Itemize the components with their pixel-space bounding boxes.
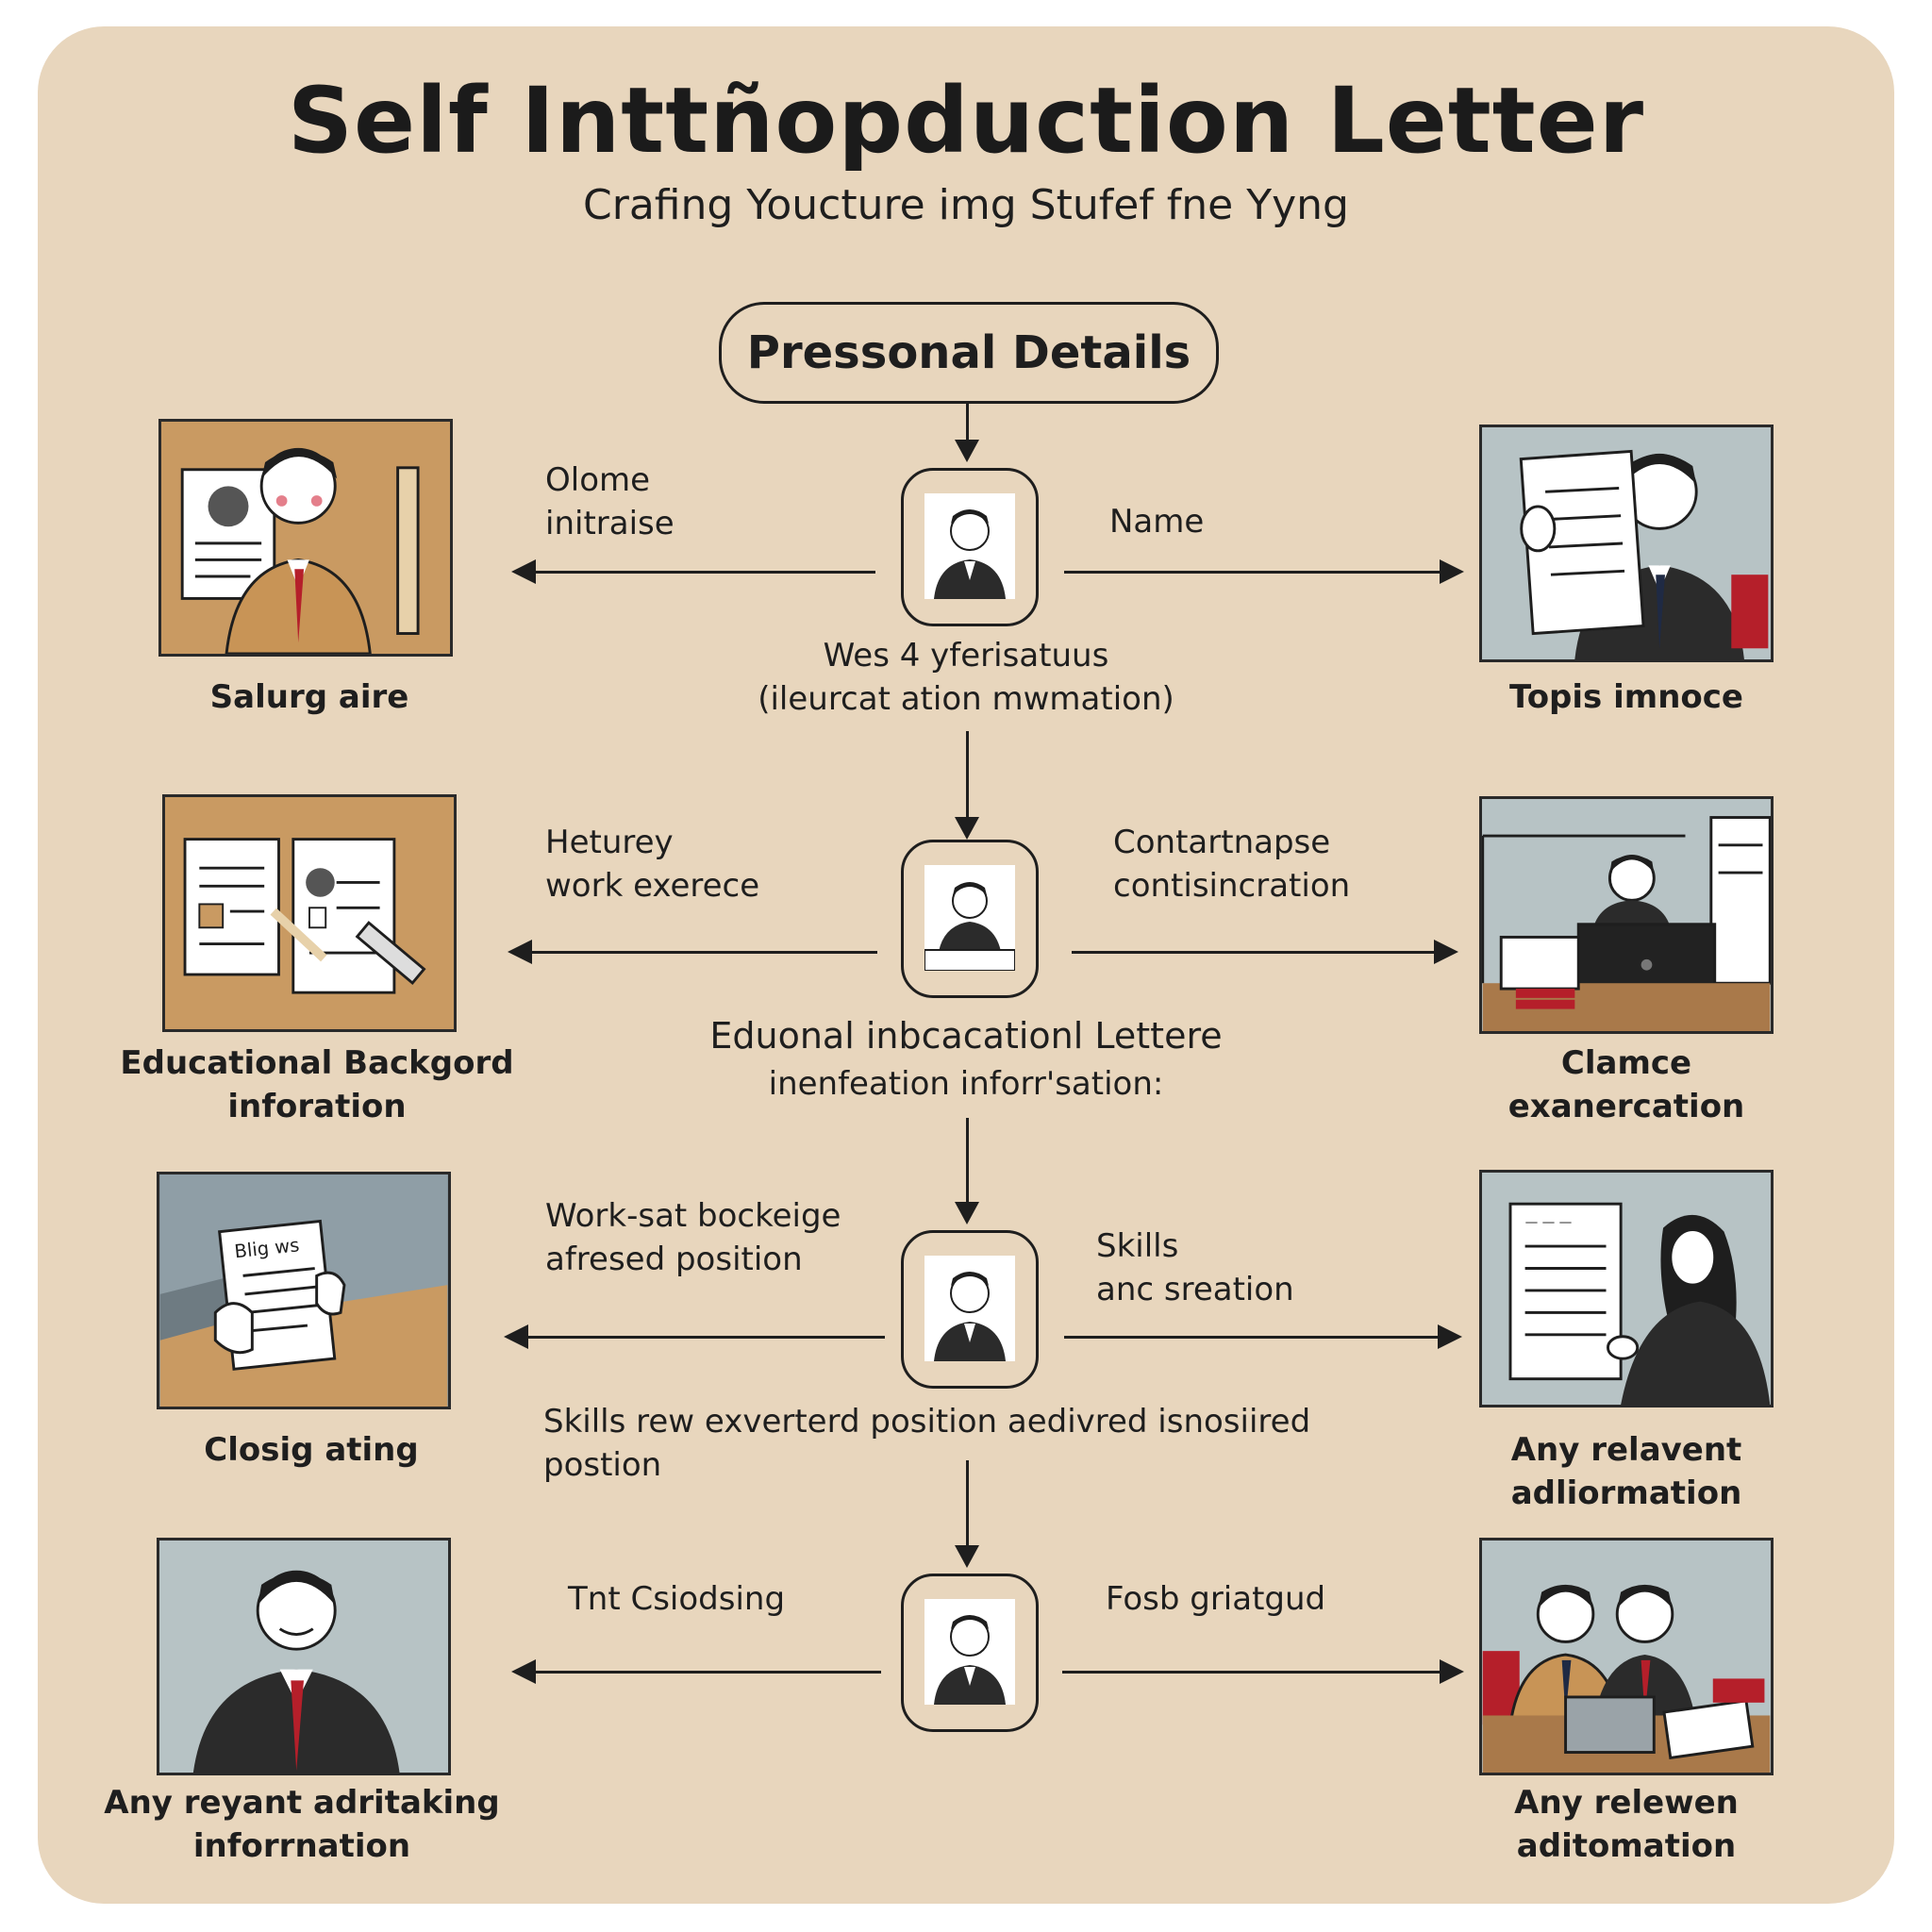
row1-right-caption: Topis imnoce (1509, 678, 1743, 716)
arrow-line-left-4 (536, 1671, 881, 1674)
row4-right-caption: Any relewen aditomation (1514, 1784, 1739, 1865)
connector-top (966, 404, 969, 443)
arrow-right-icon (1434, 940, 1458, 964)
portrait-node-2 (901, 840, 1039, 998)
row3-left-label: Work-sat bockeige afresed position (545, 1197, 841, 1278)
arrow-right-icon (1438, 1324, 1462, 1349)
arrow-line-right-3 (1064, 1336, 1440, 1339)
person-icon (924, 493, 1015, 599)
page-title: Self Inttñopduction Letter (287, 68, 1645, 174)
arrow-line-left-3 (528, 1336, 885, 1339)
row1-left-caption: Salurg aire (209, 678, 409, 716)
arrow-down-icon (955, 1545, 979, 1568)
row4-left-caption: Any reyant adritaking inforrnation (104, 1784, 500, 1865)
arrow-line-right-1 (1064, 571, 1441, 574)
row4-left-label: Tnt Csiodsing (568, 1580, 786, 1618)
row3-below-label: Skills rew exverterd position aedivred i… (543, 1403, 1311, 1484)
row1-right-label: Name (1109, 503, 1205, 541)
illustration-resume-review (158, 419, 453, 657)
row4-right-label: Fosb griatgud (1106, 1580, 1326, 1618)
connector-row2 (966, 1118, 969, 1210)
illustration-document-holding (1479, 425, 1774, 662)
arrow-left-icon (508, 940, 532, 964)
arrow-right-icon (1440, 559, 1464, 584)
connector-row1 (966, 731, 969, 825)
portrait-node-1 (901, 468, 1039, 626)
row2-left-caption: Educational Backgord inforation (120, 1044, 514, 1125)
personal-details-box: Pressonal Details (719, 302, 1219, 404)
illustration-laptop-desk (1479, 796, 1774, 1034)
arrow-down-icon (955, 1202, 979, 1224)
arrow-down-icon (955, 817, 979, 840)
person-icon (924, 1256, 1015, 1361)
illustration-two-people-desk (1479, 1538, 1774, 1775)
row1-left-label: Olome initraise (545, 461, 675, 542)
illustration-woman-document: — — — (1479, 1170, 1774, 1407)
arrow-line-left-1 (536, 571, 875, 574)
connector-row3 (966, 1460, 969, 1551)
row3-right-caption: Any relavent adliormation (1510, 1431, 1742, 1512)
arrow-down-icon (955, 440, 979, 462)
arrow-left-icon (504, 1324, 528, 1349)
row3-right-label: Skills anc sreation (1096, 1227, 1294, 1308)
arrow-line-right-2 (1072, 951, 1436, 954)
portrait-node-3 (901, 1230, 1039, 1389)
illustration-man-portrait (157, 1538, 451, 1775)
person-icon (924, 1599, 1015, 1705)
portrait-node-4 (901, 1574, 1039, 1732)
arrow-left-icon (511, 1659, 536, 1684)
svg-text:— — —: — — — (1525, 1215, 1573, 1230)
illustration-paper-hand: Blig ws (157, 1172, 451, 1409)
row3-left-caption: Closig ating (204, 1431, 419, 1469)
person-icon (924, 865, 1015, 971)
page-subtitle: Crafing Youcture img Stufef fne Yyng (583, 181, 1349, 229)
row2-left-label: Heturey work exerece (545, 824, 760, 905)
row2-right-label: Contartnapse contisincration (1113, 824, 1351, 905)
arrow-line-left-2 (532, 951, 877, 954)
illustration-documents-pen (162, 794, 457, 1032)
personal-details-label: Pressonal Details (746, 326, 1191, 379)
arrow-left-icon (511, 559, 536, 584)
row2-below-label: Eduonal inbcacationl Lettere inenfeation… (709, 1015, 1223, 1103)
arrow-right-icon (1440, 1659, 1464, 1684)
row1-below-label: Wes 4 yferisatuus (ileurcat ation mwmati… (758, 637, 1174, 718)
arrow-line-right-4 (1062, 1671, 1441, 1674)
row2-right-caption: Clamce exanercation (1507, 1044, 1745, 1125)
